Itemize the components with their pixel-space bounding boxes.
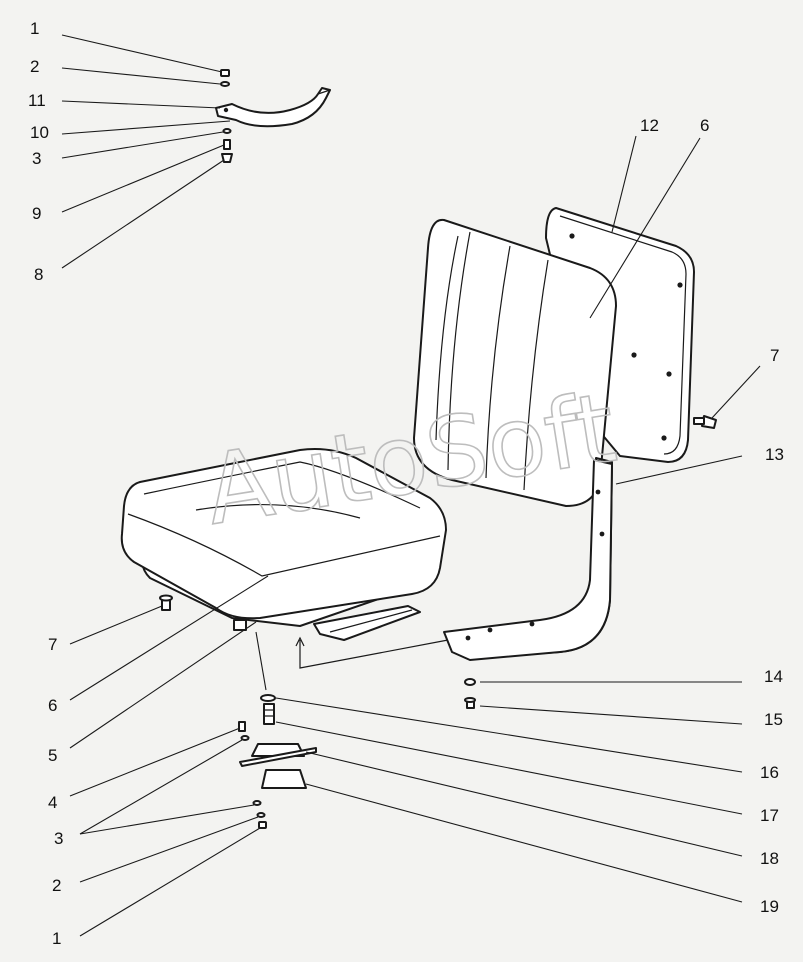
seat-slide-rail	[313, 605, 421, 641]
bellows-18	[239, 743, 317, 767]
callout-13: 13	[765, 445, 784, 464]
callout-1-bottom: 1	[52, 929, 61, 948]
callout-5: 5	[48, 746, 57, 765]
callout-6-bottom: 6	[48, 696, 57, 715]
callout-4: 4	[48, 793, 57, 812]
bolt-9	[223, 139, 231, 150]
callout-12: 12	[640, 116, 659, 135]
leader-lines	[61, 34, 761, 937]
callout-7-left: 7	[48, 635, 57, 654]
callout-3-bottom: 3	[54, 829, 63, 848]
nut-1-top	[220, 69, 230, 77]
bracket-strap	[215, 87, 331, 128]
washer-2-bottom	[256, 812, 266, 818]
seat-frame-tube	[443, 457, 613, 661]
bolt-7-right	[693, 415, 717, 429]
washer-3-top	[222, 128, 232, 134]
callout-19: 19	[760, 897, 779, 916]
backrest-cushion	[413, 218, 617, 507]
cap-8	[221, 153, 233, 163]
callout-11: 11	[28, 91, 46, 110]
stud-17	[263, 703, 275, 725]
callout-10: 10	[30, 123, 49, 142]
callout-6-top: 6	[700, 116, 709, 135]
callout-2-bottom: 2	[52, 876, 61, 895]
nut-1-bottom	[258, 821, 267, 829]
seat-mount-stub	[233, 619, 247, 631]
washer-14	[464, 678, 476, 686]
callout-1-top: 1	[30, 19, 39, 38]
rail-guide-line	[295, 636, 449, 669]
callout-17: 17	[760, 806, 779, 825]
seat-cushion	[120, 448, 447, 620]
boot-19	[261, 769, 307, 789]
bolt-15	[464, 697, 476, 709]
callout-14: 14	[764, 667, 783, 686]
callout-3-top: 3	[32, 149, 41, 168]
bushing-16	[260, 694, 276, 702]
callout-7-right: 7	[770, 346, 779, 365]
callout-2-top: 2	[30, 57, 39, 76]
bolt-4	[238, 721, 246, 732]
callout-16: 16	[760, 763, 779, 782]
callout-8: 8	[34, 265, 43, 284]
callout-15: 15	[764, 710, 783, 729]
washer-2-top	[220, 81, 230, 87]
callout-18: 18	[760, 849, 779, 868]
callout-9: 9	[32, 204, 41, 223]
washer-3-bottom	[240, 735, 250, 741]
washer-3b-bottom	[252, 800, 262, 806]
bolt-7-left	[159, 594, 173, 611]
